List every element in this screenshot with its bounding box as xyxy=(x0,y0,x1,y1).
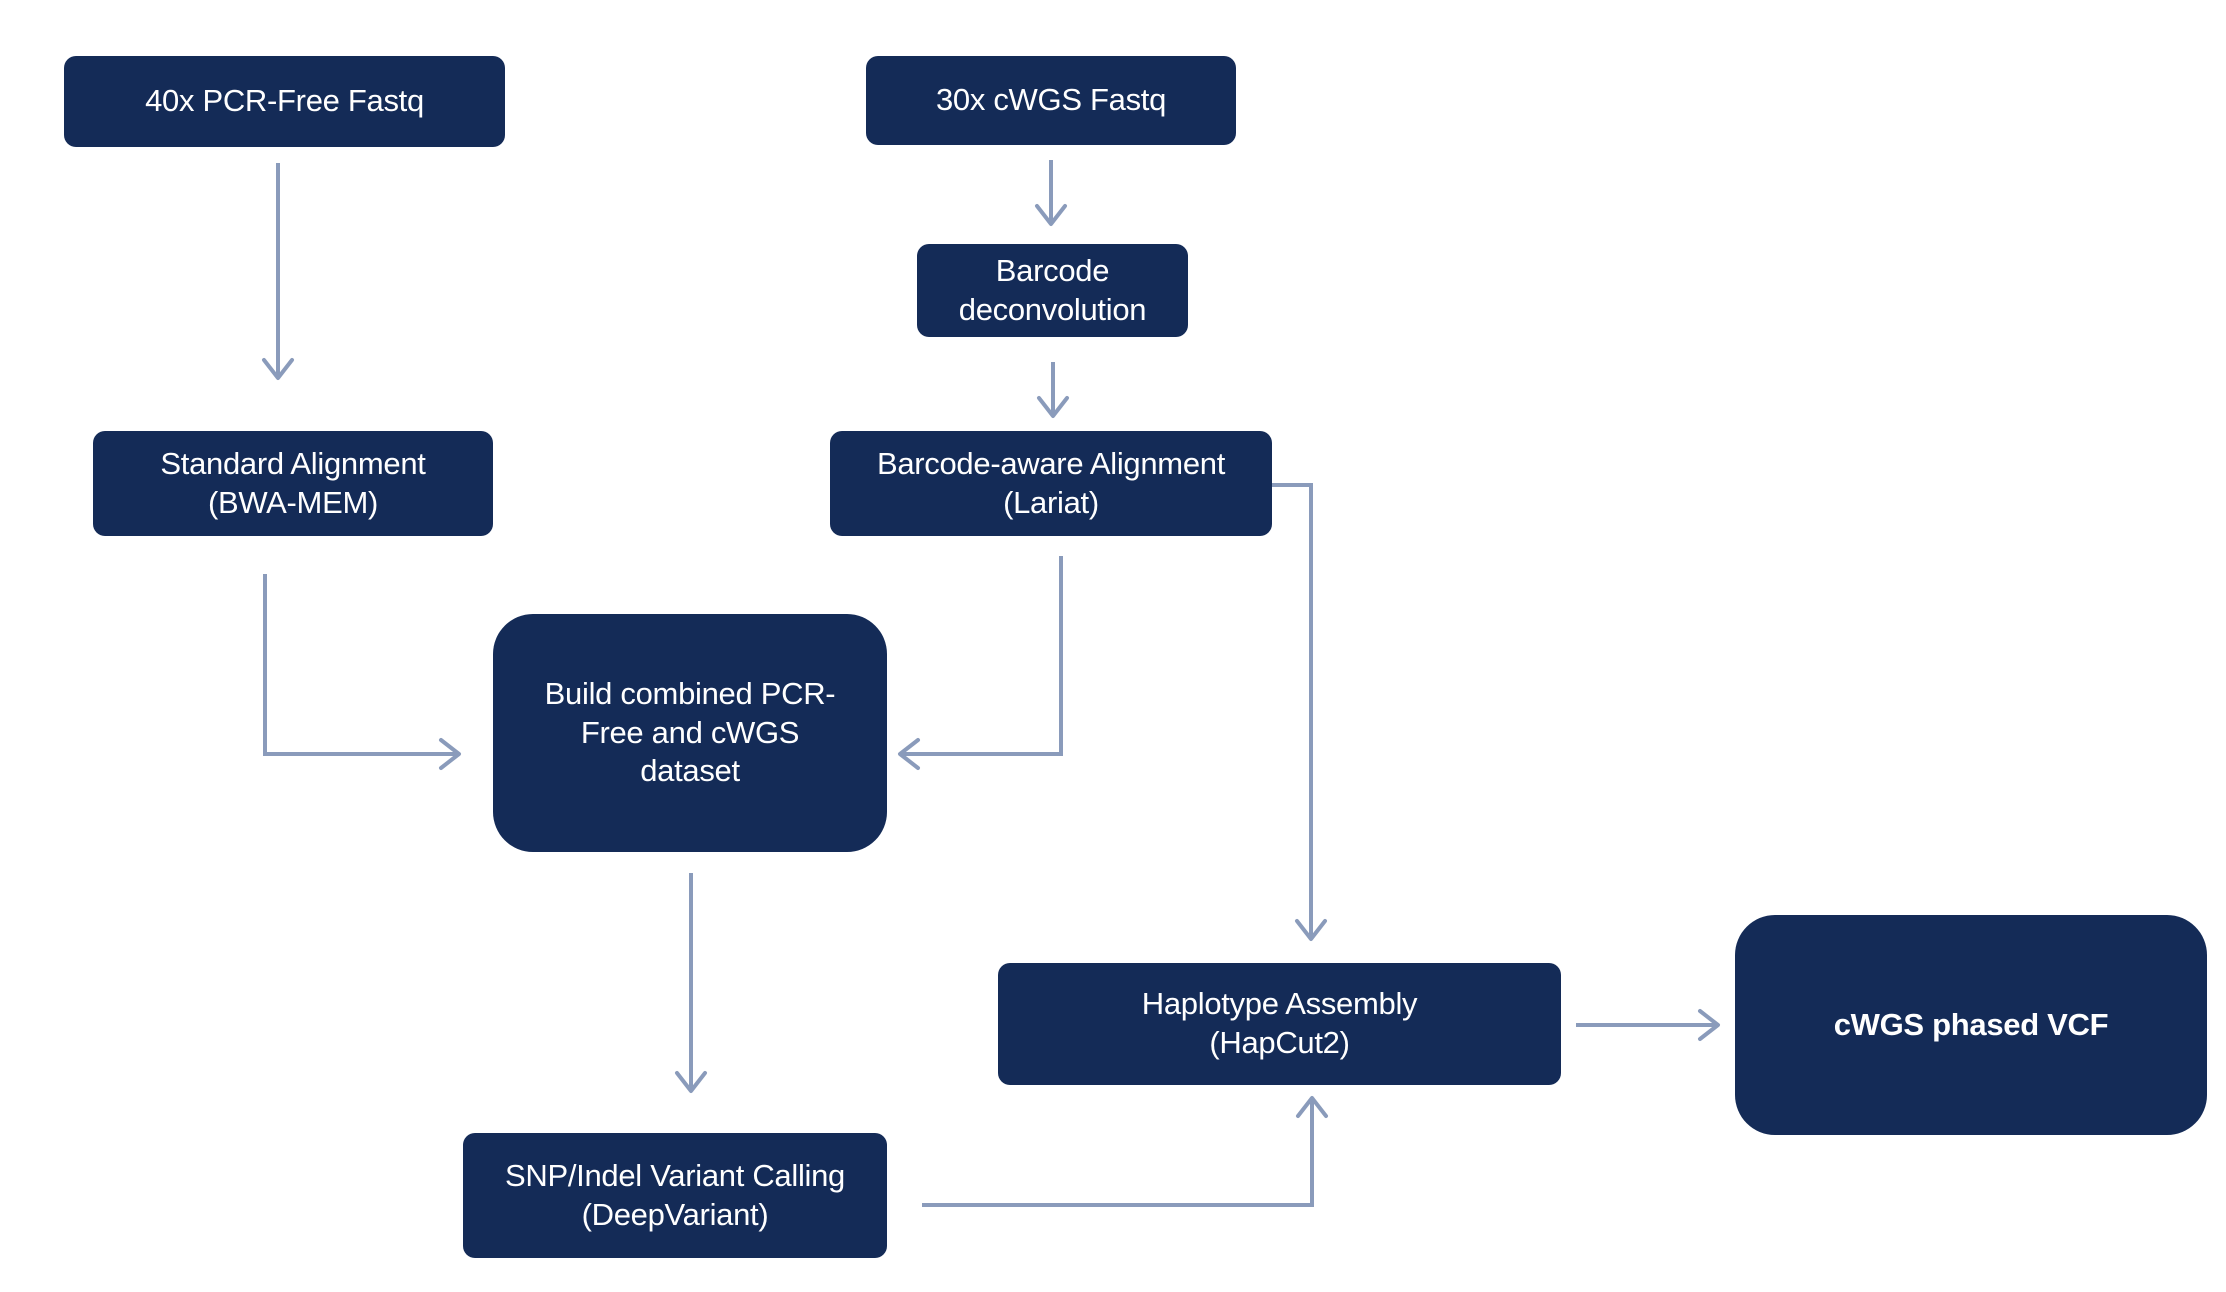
arrowhead-haplotype-top xyxy=(1295,919,1327,941)
node-label: Build combined PCR- Free and cWGS datase… xyxy=(544,675,836,789)
node-snp-indel-variant-calling: SNP/Indel Variant Calling (DeepVariant) xyxy=(463,1133,887,1258)
arrowhead-haplotype-bottom xyxy=(1296,1096,1328,1118)
node-haplotype-assembly: Haplotype Assembly (HapCut2) xyxy=(998,963,1561,1085)
arrowhead-standard-alignment xyxy=(262,358,294,380)
node-label: SNP/Indel Variant Calling (DeepVariant) xyxy=(505,1157,845,1232)
node-label: 30x cWGS Fastq xyxy=(935,82,1167,118)
edge-barcode-aware-to-combined xyxy=(901,556,1063,756)
node-40x-pcr-free-fastq: 40x PCR-Free Fastq xyxy=(64,56,505,147)
edge-barcode-aware-to-haplotype xyxy=(1272,483,1313,938)
node-combined-dataset: Build combined PCR- Free and cWGS datase… xyxy=(493,614,887,852)
edge-variant-calling-to-haplotype xyxy=(922,1099,1314,1207)
node-label: 40x PCR-Free Fastq xyxy=(145,83,424,119)
arrowhead-combined-right xyxy=(898,738,920,770)
node-label: Haplotype Assembly (HapCut2) xyxy=(1141,986,1418,1060)
arrowhead-barcode-deconvolution xyxy=(1035,204,1067,226)
node-30x-cwgs-fastq: 30x cWGS Fastq xyxy=(866,56,1236,145)
node-barcode-aware-alignment: Barcode-aware Alignment (Lariat) xyxy=(830,431,1272,536)
arrowhead-variant-calling xyxy=(675,1071,707,1093)
node-barcode-deconvolution: Barcode deconvolution xyxy=(917,244,1188,337)
arrowhead-combined-left xyxy=(439,738,461,770)
node-label: Barcode-aware Alignment (Lariat) xyxy=(876,445,1226,520)
node-cwgs-phased-vcf: cWGS phased VCF xyxy=(1735,915,2207,1135)
node-label: Barcode deconvolution xyxy=(958,252,1147,327)
arrowhead-phased-vcf xyxy=(1698,1009,1720,1041)
node-label: Standard Alignment (BWA-MEM) xyxy=(160,445,426,520)
arrowhead-barcode-aware-alignment xyxy=(1037,396,1069,418)
node-label: cWGS phased VCF xyxy=(1833,1006,2109,1042)
edge-standard-alignment-to-combined xyxy=(263,574,458,756)
node-standard-alignment: Standard Alignment (BWA-MEM) xyxy=(93,431,493,536)
